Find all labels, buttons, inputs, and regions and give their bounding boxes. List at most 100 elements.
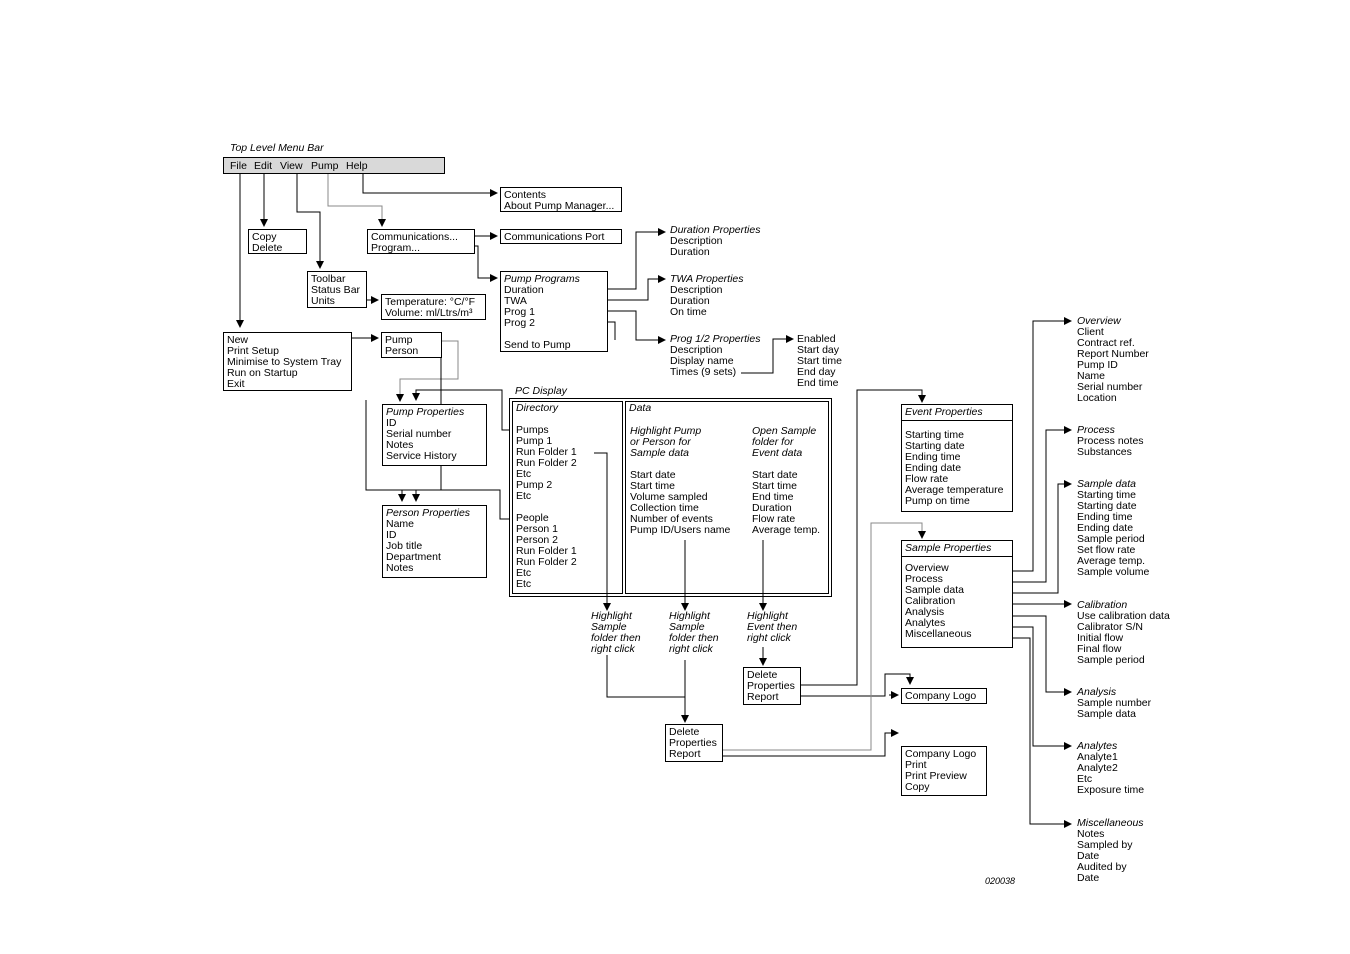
figure-code: 020038	[985, 876, 1016, 886]
pump-programs-box: Pump Programs Duration TWA Prog 1 Prog 2…	[500, 271, 608, 352]
misc-sampled-by: Sampled by	[1077, 839, 1133, 851]
sample-prop-process[interactable]: Process	[905, 573, 943, 585]
dir-person-run-folder-1[interactable]: Run Folder 1	[516, 545, 577, 557]
col1-start-time: Start time	[630, 480, 675, 492]
pc-display: Directory Pumps Pump 1 Run Folder 1 Run …	[509, 398, 832, 597]
menu-item-status-bar[interactable]: Status Bar	[311, 284, 361, 296]
pump-prop-id: ID	[386, 417, 397, 429]
report-copy[interactable]: Copy	[905, 781, 930, 793]
program-duration[interactable]: Duration	[504, 284, 544, 296]
menu-item-toolbar[interactable]: Toolbar	[311, 273, 346, 285]
prog-properties-title: Prog 1/2 Properties	[670, 333, 761, 345]
program-prog1[interactable]: Prog 1	[504, 306, 535, 318]
menu-item-delete[interactable]: Delete	[252, 242, 283, 254]
event-prop-pump-on-time: Pump on time	[905, 495, 970, 507]
menu-item-copy[interactable]: Copy	[252, 231, 277, 243]
data-pane: Data Highlight Pump or Person for Sample…	[625, 401, 829, 594]
menu-item-about[interactable]: About Pump Manager...	[504, 200, 615, 212]
note-highlight-sample-2: Highlight Sample folder then right click	[669, 611, 719, 655]
sample-prop-overview[interactable]: Overview	[905, 562, 949, 574]
menu-item-communications[interactable]: Communications...	[371, 231, 458, 243]
program-send-to-pump[interactable]: Send to Pump	[504, 339, 571, 351]
event-properties-title: Event Properties	[905, 406, 983, 418]
event-prop-ending-time: Ending time	[905, 451, 961, 463]
dir-pumps[interactable]: Pumps	[516, 424, 549, 436]
menu-item-units[interactable]: Units	[311, 295, 335, 307]
dir-people[interactable]: People	[516, 512, 549, 524]
report-company-logo[interactable]: Company Logo	[905, 748, 977, 760]
sample-prop-calibration[interactable]: Calibration	[905, 595, 956, 607]
col1-number-of-events: Number of events	[630, 513, 713, 525]
dir-person-1[interactable]: Person 1	[516, 523, 559, 535]
program-prog2[interactable]: Prog 2	[504, 317, 535, 329]
note-line: right click	[669, 643, 713, 655]
col1-head-line: Highlight Pump	[630, 425, 702, 437]
sample-data-ending-date: Ending date	[1077, 522, 1134, 534]
event-menu-report[interactable]: Report	[747, 691, 779, 703]
event-properties-box: Event Properties Starting time Starting …	[901, 404, 1013, 512]
menu-pump[interactable]: Pump	[311, 160, 339, 172]
data-col-1: Highlight Pump or Person for Sample data…	[630, 426, 730, 536]
note-line: Highlight	[747, 610, 788, 622]
sample-prop-analysis[interactable]: Analysis	[905, 606, 945, 618]
col1-pump-id-users-name: Pump ID/Users name	[630, 524, 731, 536]
person-prop-name: Name	[386, 518, 415, 530]
dir-pump-1[interactable]: Pump 1	[516, 435, 553, 447]
col2-duration: Duration	[752, 502, 792, 514]
sample-menu-report[interactable]: Report	[669, 748, 701, 760]
menu-item-contents[interactable]: Contents	[504, 189, 547, 201]
menu-item-print-setup[interactable]: Print Setup	[227, 345, 279, 357]
sample-prop-analytes[interactable]: Analytes	[905, 617, 946, 629]
dir-etc[interactable]: Etc	[516, 578, 532, 590]
event-menu-delete[interactable]: Delete	[747, 669, 778, 681]
pc-display-caption: PC Display	[515, 385, 567, 397]
dir-etc[interactable]: Etc	[516, 567, 532, 579]
report-print[interactable]: Print	[905, 759, 927, 771]
menu-item-new-person[interactable]: Person	[385, 345, 419, 357]
duration-properties: Duration Properties Description Duration	[670, 225, 760, 258]
analytes-etc: Etc	[1077, 773, 1093, 785]
menu-help[interactable]: Help	[346, 160, 368, 172]
sample-prop-miscellaneous[interactable]: Miscellaneous	[905, 628, 972, 640]
menu-item-run-on-startup[interactable]: Run on Startup	[227, 367, 298, 379]
menu-item-program[interactable]: Program...	[371, 242, 421, 254]
dir-person-run-folder-2[interactable]: Run Folder 2	[516, 556, 577, 568]
event-menu-properties[interactable]: Properties	[747, 680, 795, 692]
menu-item-new-pump[interactable]: Pump	[385, 334, 413, 346]
menu-item-temperature[interactable]: Temperature: °C/°F	[385, 296, 476, 308]
sample-data-ending-time: Ending time	[1077, 511, 1133, 523]
report-print-preview[interactable]: Print Preview	[905, 770, 967, 782]
sample-menu-delete[interactable]: Delete	[669, 726, 700, 738]
menu-item-new[interactable]: New	[227, 334, 249, 346]
dir-run-folder-2[interactable]: Run Folder 2	[516, 457, 577, 469]
sample-menu-properties[interactable]: Properties	[669, 737, 717, 749]
person-prop-department: Department	[386, 551, 441, 563]
directory-title: Directory	[516, 402, 559, 414]
menu-item-communications-port[interactable]: Communications Port	[504, 231, 605, 243]
pump-menu: Communications... Program...	[367, 229, 475, 254]
sample-prop-sample-data[interactable]: Sample data	[905, 584, 964, 596]
dir-person-2[interactable]: Person 2	[516, 534, 559, 546]
menu-view[interactable]: View	[280, 160, 303, 172]
sample-data-set-flow-rate: Set flow rate	[1077, 544, 1136, 556]
overview-serial-number: Serial number	[1077, 381, 1143, 393]
menu-item-volume[interactable]: Volume: ml/Ltrs/m³	[385, 307, 473, 319]
pump-properties-box: Pump Properties ID Serial number Notes S…	[382, 404, 487, 466]
menu-edit[interactable]: Edit	[254, 160, 273, 172]
pump-prop-serial: Serial number	[386, 428, 452, 440]
twa-properties: TWA Properties Description Duration On t…	[670, 274, 744, 318]
menu-file[interactable]: File	[230, 160, 247, 172]
dir-run-folder-1[interactable]: Run Folder 1	[516, 446, 577, 458]
program-twa[interactable]: TWA	[504, 295, 527, 307]
miscellaneous-list: Miscellaneous Notes Sampled by Date Audi…	[1077, 818, 1144, 884]
col2-average-temp: Average temp.	[752, 524, 821, 536]
note-line: Event then	[747, 621, 798, 633]
menu-item-exit[interactable]: Exit	[227, 378, 245, 390]
menu-item-minimise[interactable]: Minimise to System Tray	[227, 356, 342, 368]
dir-pump-2[interactable]: Pump 2	[516, 479, 553, 491]
times-start-day: Start day	[797, 344, 840, 356]
report-company-logo[interactable]: Company Logo	[905, 690, 977, 702]
dir-etc[interactable]: Etc	[516, 490, 532, 502]
process-substances: Substances	[1077, 446, 1132, 458]
dir-etc[interactable]: Etc	[516, 468, 532, 480]
